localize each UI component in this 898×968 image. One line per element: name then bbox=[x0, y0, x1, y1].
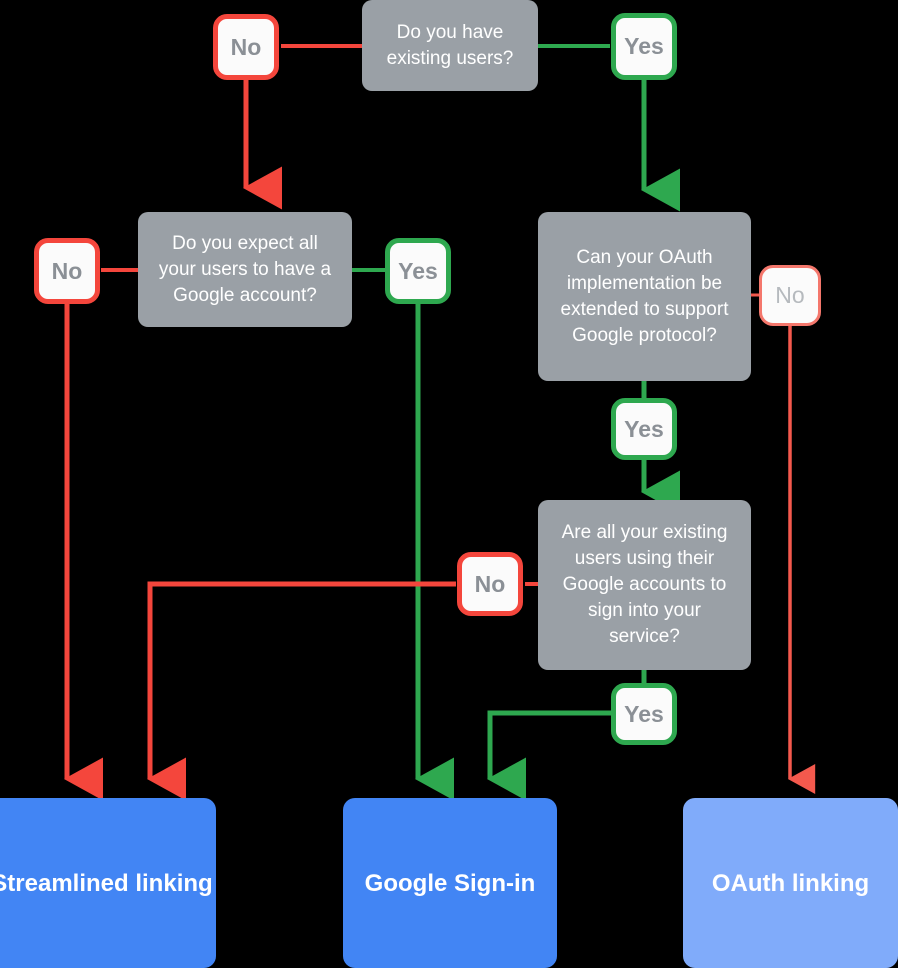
badge-q2-no[interactable]: No bbox=[34, 238, 100, 304]
edge-q2-yes bbox=[352, 268, 454, 801]
badge-q2-yes[interactable]: Yes bbox=[385, 238, 451, 304]
decision-box-have-existing-users[interactable]: Do you have existing users? bbox=[362, 0, 538, 91]
outcome-streamlined-linking[interactable]: Streamlined linking bbox=[0, 798, 216, 968]
outcome-label: Google Sign-in bbox=[364, 869, 536, 897]
badge-label: No bbox=[474, 570, 506, 597]
edge-q3-no bbox=[751, 293, 816, 795]
badge-label: Yes bbox=[398, 257, 438, 284]
badge-label: Yes bbox=[624, 415, 664, 442]
badge-q4-no[interactable]: No bbox=[457, 552, 523, 616]
decision-label: Are all your existing users using their … bbox=[561, 522, 728, 647]
decision-box-existing-users-google-signin[interactable]: Are all your existing users using their … bbox=[538, 500, 751, 670]
badge-q3-no[interactable]: No bbox=[759, 265, 821, 326]
decision-label: Do you expect all your users to have a G… bbox=[158, 232, 332, 306]
badge-label: No bbox=[230, 33, 262, 60]
badge-q3-yes[interactable]: Yes bbox=[611, 398, 677, 460]
badge-label: Yes bbox=[624, 700, 664, 727]
decision-box-all-users-google-account[interactable]: Do you expect all your users to have a G… bbox=[138, 212, 352, 327]
outcome-label: OAuth linking bbox=[711, 869, 870, 897]
edge-q2-no bbox=[63, 268, 138, 801]
badge-q4-yes[interactable]: Yes bbox=[611, 683, 677, 745]
badge-label: Yes bbox=[624, 33, 664, 59]
decision-box-oauth-extendable[interactable]: Can your OAuth implementation be extende… bbox=[538, 212, 751, 381]
decision-label: Do you have existing users? bbox=[386, 21, 514, 69]
badge-q1-yes[interactable]: Yes bbox=[611, 13, 677, 80]
badge-label: No bbox=[51, 257, 83, 284]
outcome-label: Streamlined linking bbox=[0, 869, 213, 897]
badge-label: No bbox=[775, 282, 805, 308]
outcome-google-sign-in[interactable]: Google Sign-in bbox=[343, 798, 557, 968]
decision-label: Can your OAuth implementation be extende… bbox=[560, 246, 729, 346]
badge-q1-no[interactable]: No bbox=[213, 14, 279, 80]
outcome-oauth-linking[interactable]: OAuth linking bbox=[683, 798, 898, 968]
